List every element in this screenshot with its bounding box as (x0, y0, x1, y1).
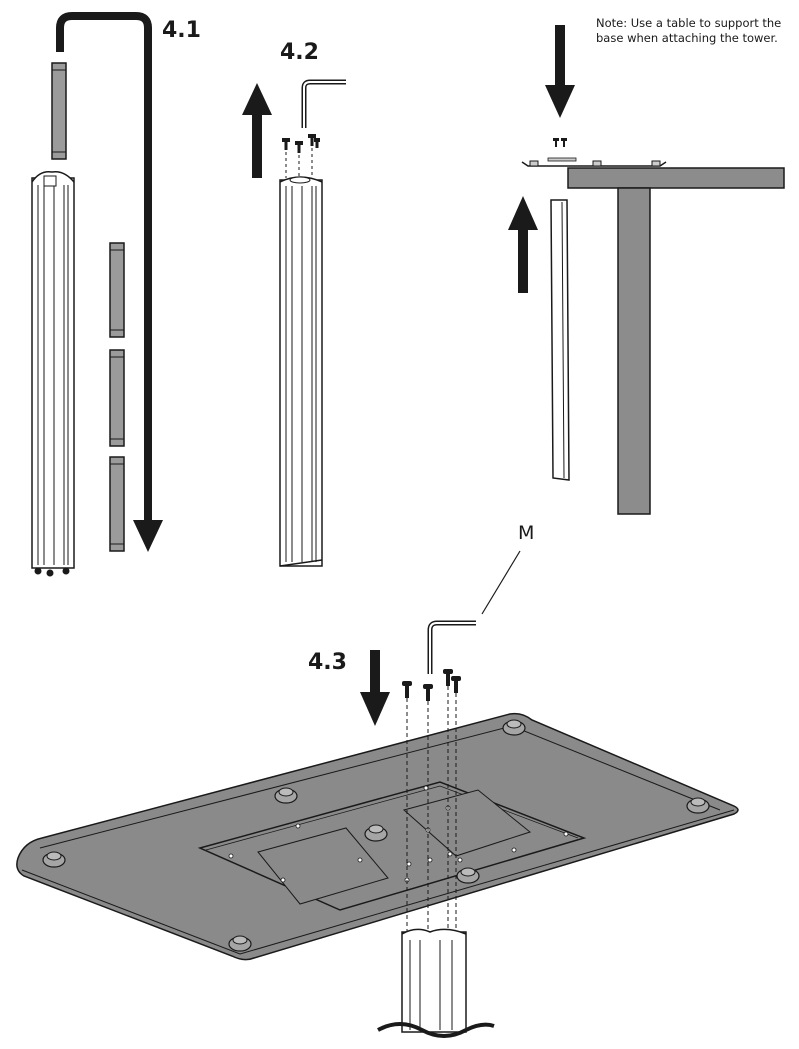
base-foot (42, 851, 66, 868)
side-strip-3 (109, 456, 125, 552)
step-4-1-group (31, 12, 163, 577)
screw-icon (402, 669, 461, 701)
tower-column (279, 176, 323, 567)
tower-column (377, 928, 495, 1038)
base-foot (502, 719, 526, 736)
step-label-4-3: 4.3 (308, 650, 347, 675)
tower-column (550, 199, 570, 481)
down-arrow-icon (360, 650, 390, 726)
callout-leader-line (481, 550, 521, 615)
step-label-4-2: 4.2 (280, 40, 319, 65)
base-foot (686, 797, 710, 814)
table-support-note: Note: Use a table to support the base wh… (596, 16, 782, 45)
support-table (567, 167, 785, 515)
down-arrow-icon (545, 25, 575, 118)
side-strip-1 (109, 242, 125, 338)
step-4-3-group (16, 550, 739, 1038)
base-plate-edge (521, 157, 667, 167)
side-strip-2 (109, 349, 125, 447)
step-4-2-group (242, 79, 346, 567)
step-label-4-1: 4.1 (162, 18, 201, 43)
insert-direction-arrow (56, 12, 163, 552)
screw-guide-lines (406, 686, 457, 950)
table-support-group (508, 25, 785, 515)
base-foot (456, 867, 480, 884)
screw-icon (282, 134, 320, 178)
up-arrow-icon (508, 196, 538, 293)
allen-key-icon (301, 79, 346, 128)
allen-key-icon (427, 620, 476, 674)
tower-column (31, 170, 75, 577)
base-plate (16, 712, 739, 961)
callout-label-m: M (518, 522, 535, 544)
screw-icon (553, 138, 567, 147)
base-foot (228, 935, 252, 952)
up-arrow-icon (242, 83, 272, 178)
cover-strip (51, 62, 67, 160)
base-foot (274, 787, 298, 804)
